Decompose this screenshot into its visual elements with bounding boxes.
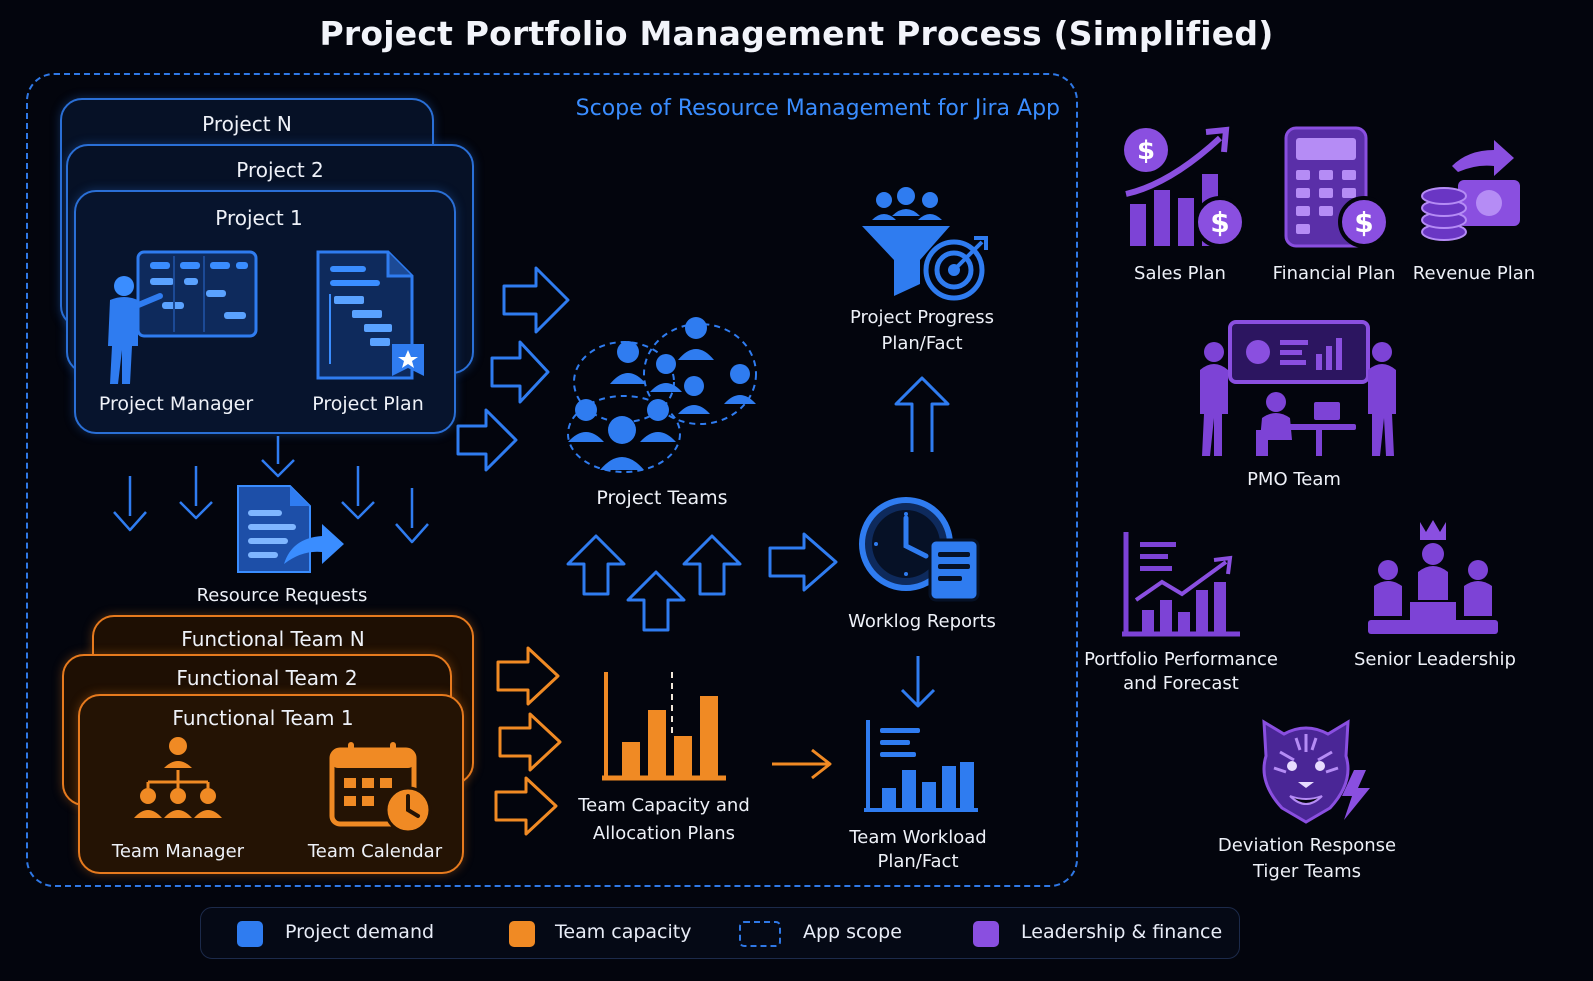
revenue-plan-label: Revenue Plan bbox=[1412, 263, 1536, 284]
performance-chart-icon bbox=[1122, 532, 1240, 637]
funnel-target-icon bbox=[862, 187, 988, 301]
workload-label-2: Plan/Fact bbox=[877, 851, 959, 872]
coins-cash-icon bbox=[1421, 140, 1520, 241]
people-groups-icon bbox=[567, 317, 757, 473]
portfolio-label-2: and Forecast bbox=[1123, 673, 1239, 694]
legend-label-leadership: Leadership & finance bbox=[1021, 921, 1223, 943]
sales-growth-icon: $ $ bbox=[1124, 126, 1246, 248]
capacity-plans-label-2: Allocation Plans bbox=[592, 823, 736, 844]
tiger-icon bbox=[1262, 719, 1370, 824]
legend: Project demand Team capacity App scope L… bbox=[200, 907, 1240, 959]
svg-text:$: $ bbox=[1137, 136, 1155, 166]
svg-text:$: $ bbox=[1354, 206, 1373, 239]
worklog-label: Worklog Reports bbox=[848, 611, 996, 632]
tiger-label-2: Tiger Teams bbox=[1252, 861, 1362, 882]
progress-label-2: Plan/Fact bbox=[881, 333, 963, 354]
progress-label-1: Project Progress bbox=[849, 307, 995, 328]
team-hierarchy-icon bbox=[134, 737, 222, 818]
workload-down-arrow bbox=[900, 656, 936, 708]
kanban-board-icon bbox=[108, 250, 258, 384]
tiger-label-1: Deviation Response bbox=[1217, 835, 1397, 856]
project-card-1[interactable]: Project 1 Project Manager Project Plan bbox=[74, 190, 456, 434]
functional-team-card-1[interactable]: Functional Team 1 Team Manager Team Cale… bbox=[78, 694, 464, 874]
capacity-arrows bbox=[494, 646, 562, 836]
functional-team-2-label: Functional Team 2 bbox=[176, 666, 358, 690]
request-arrows bbox=[113, 436, 429, 544]
legend-label-capacity: Team capacity bbox=[555, 921, 692, 943]
podium-crown-icon bbox=[1368, 520, 1498, 634]
svg-text:$: $ bbox=[1210, 206, 1229, 239]
workload-arrow bbox=[772, 748, 832, 780]
pmo-team-label: PMO Team bbox=[1247, 469, 1341, 490]
project-teams-label: Project Teams bbox=[596, 487, 728, 509]
legend-swatch-scope bbox=[739, 921, 781, 947]
demand-arrows bbox=[456, 266, 570, 472]
document-share-icon bbox=[237, 485, 344, 573]
senior-leadership-label: Senior Leadership bbox=[1354, 649, 1516, 670]
workload-chart-icon bbox=[864, 720, 978, 812]
legend-swatch-capacity bbox=[509, 921, 535, 947]
capacity-plans-label-1: Team Capacity and bbox=[578, 795, 750, 816]
project-1-label: Project 1 bbox=[215, 206, 303, 230]
project-plan-label: Project Plan bbox=[312, 393, 424, 415]
legend-swatch-leadership bbox=[973, 921, 999, 947]
pmo-meeting-icon bbox=[1200, 320, 1396, 456]
calendar-clock-icon bbox=[329, 742, 432, 834]
functional-team-n-label: Functional Team N bbox=[181, 627, 365, 651]
project-2-label: Project 2 bbox=[236, 158, 324, 182]
clock-report-icon bbox=[859, 497, 980, 602]
app-scope-region bbox=[26, 73, 1078, 887]
worklog-arrow bbox=[768, 532, 838, 592]
calculator-dollar-icon: $ bbox=[1284, 126, 1390, 248]
legend-label-scope: App scope bbox=[803, 921, 902, 943]
allocation-up-arrows bbox=[566, 534, 742, 632]
project-n-label: Project N bbox=[202, 112, 292, 136]
team-calendar-label: Team Calendar bbox=[307, 841, 443, 862]
progress-up-arrow bbox=[894, 376, 950, 452]
legend-swatch-demand bbox=[237, 921, 263, 947]
bar-chart-icon bbox=[602, 672, 726, 781]
portfolio-label-1: Portfolio Performance bbox=[1084, 649, 1278, 670]
project-manager-label: Project Manager bbox=[98, 393, 254, 415]
team-manager-label: Team Manager bbox=[111, 841, 245, 862]
workload-label-1: Team Workload bbox=[849, 827, 987, 848]
financial-plan-label: Financial Plan bbox=[1272, 263, 1396, 284]
page-title: Project Portfolio Management Process (Si… bbox=[319, 14, 1274, 53]
legend-label-demand: Project demand bbox=[285, 921, 435, 943]
functional-team-1-label: Functional Team 1 bbox=[172, 706, 354, 730]
sales-plan-label: Sales Plan bbox=[1134, 263, 1226, 284]
scope-label: Scope of Resource Management for Jira Ap… bbox=[575, 96, 1060, 121]
resource-requests-label: Resource Requests bbox=[196, 585, 368, 606]
project-plan-icon bbox=[316, 250, 424, 380]
